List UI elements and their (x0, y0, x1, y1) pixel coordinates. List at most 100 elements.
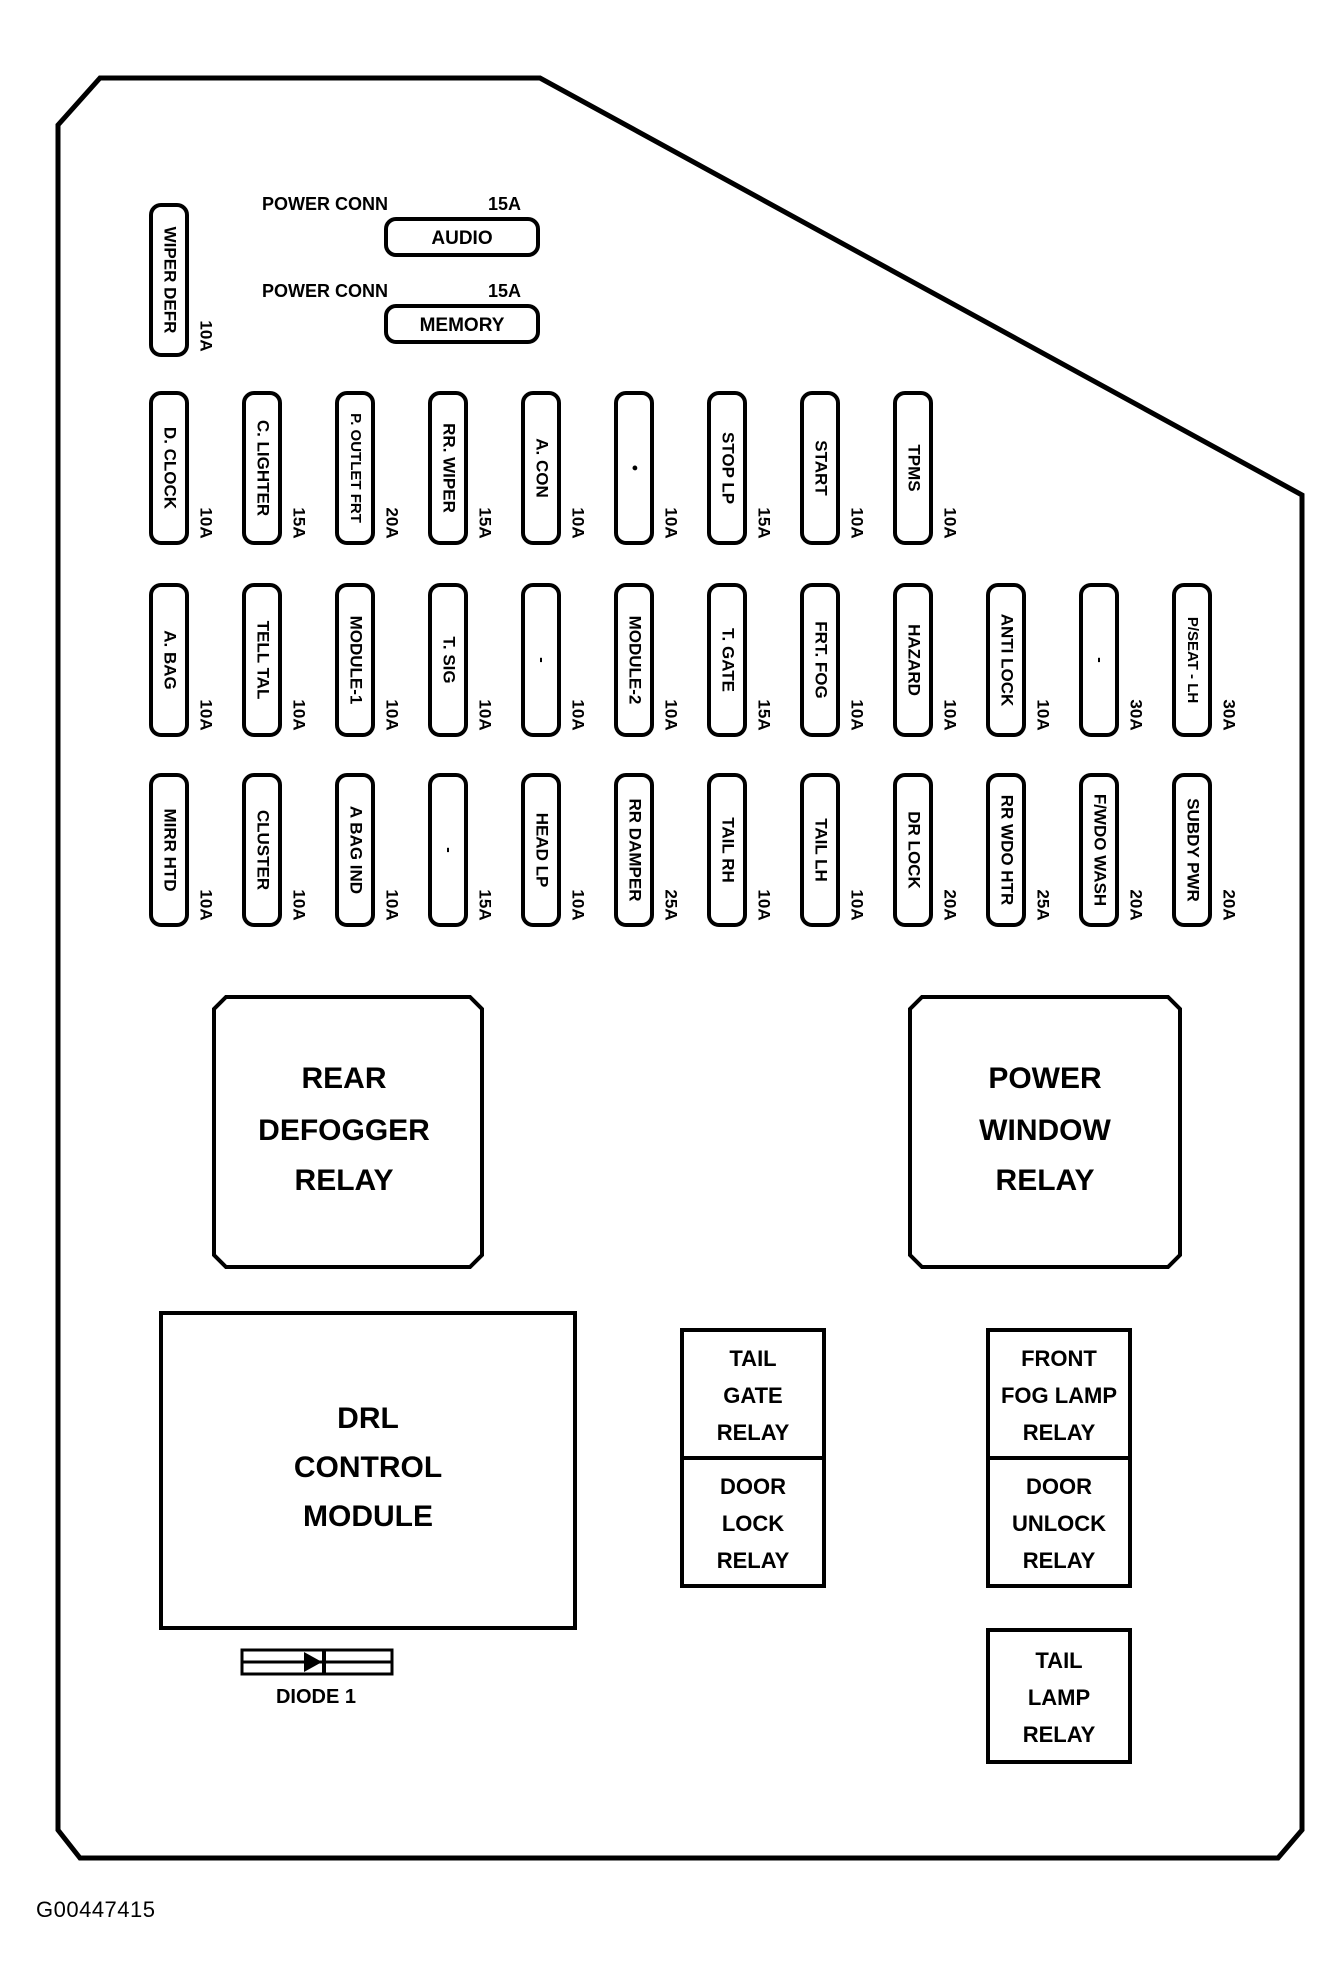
fuse-label: SUBDY PWR (1184, 798, 1203, 902)
fuse-label: MIRR HTD (161, 808, 180, 891)
fuse-rating: 15A (755, 699, 774, 730)
fuse: DR LOCK 20A (893, 773, 960, 927)
wiper-fuse-label: WIPER DEFR (161, 227, 180, 334)
fuse-rating: 10A (476, 699, 495, 730)
fuse: F/WDO WASH 20A (1079, 773, 1146, 927)
fuse-body (614, 773, 654, 927)
fuse-rating: 20A (941, 889, 960, 920)
fuse-body (893, 391, 933, 545)
fuse-body (1172, 773, 1212, 927)
wiper-fuse-rating: 10A (197, 320, 216, 351)
power-conn-heading: POWER CONN (262, 194, 388, 214)
tail-lamp-relay: TAIL LAMP RELAY (986, 1628, 1132, 1764)
fuse-rating: 30A (1127, 699, 1146, 730)
fuse-label: RR. WIPER (440, 423, 459, 513)
front-fog-lamp-relay: FRONT FOG LAMP RELAY (986, 1328, 1132, 1460)
fuse-label: T. SIG (440, 636, 459, 683)
module-label-line: CONTROL (294, 1451, 442, 1484)
fuse-body (428, 583, 468, 737)
fuse-body (335, 583, 375, 737)
fuse-label: TPMS (905, 444, 924, 491)
fuse-rating: 20A (1127, 889, 1146, 920)
fuse: T. SIG 10A (428, 583, 495, 737)
fuse-rating: 10A (848, 889, 867, 920)
fuse-rating: 20A (1220, 889, 1239, 920)
fuse-body (335, 391, 375, 545)
fuse-body (800, 583, 840, 737)
relay-label-line: RELAY (717, 1420, 790, 1445)
fuse-rating: 10A (755, 889, 774, 920)
fuse: RR DAMPER 25A (614, 773, 681, 927)
fuse-label: RR WDO HTR (998, 795, 1017, 905)
relay-label-line: RELAY (1023, 1722, 1096, 1747)
fuse: -30A (1079, 583, 1146, 737)
fuse-rating: 10A (383, 699, 402, 730)
fuse-label: DR LOCK (905, 811, 924, 889)
memory-fuse-label: MEMORY (420, 315, 505, 336)
relay-label-line: RELAY (1023, 1548, 1096, 1573)
fuse-body (986, 583, 1026, 737)
fuse-body (521, 391, 561, 545)
module-label-line: MODULE (303, 1500, 433, 1533)
fuse-rating: 10A (290, 699, 309, 730)
fuse-label: A BAG IND (347, 806, 366, 894)
fuse-rating: 10A (848, 699, 867, 730)
diode-1: DIODE 1 (240, 1648, 394, 1708)
fuse: TAIL RH 10A (707, 773, 774, 927)
audio-fuse-label: AUDIO (431, 228, 492, 249)
relay-label-line: FOG LAMP (1001, 1383, 1117, 1408)
module-label-line: DRL (337, 1402, 399, 1435)
fuse-body (242, 391, 282, 545)
fuse-rating: 10A (569, 699, 588, 730)
fuse: P. OUTLET FRT 20A (335, 391, 402, 545)
relay-label-line: DOOR (1026, 1474, 1092, 1499)
fuse-label: TAIL RH (719, 817, 738, 882)
fuse: • 10A (614, 391, 681, 545)
fuse-rating: 10A (662, 699, 681, 730)
fuse: - 10A (521, 583, 588, 737)
relay-label-line: TAIL (1035, 1648, 1082, 1673)
fuse-label: T. GATE (719, 628, 738, 692)
power-conn-memory: POWER CONN 15A MEMORY (262, 281, 540, 344)
fuse-label: - (533, 657, 552, 663)
fuse-rating: 10A (662, 507, 681, 538)
relay-label-line: TAIL (729, 1346, 776, 1371)
fuse-body (335, 773, 375, 927)
fuse-body (707, 583, 747, 737)
relay-label-line: DEFOGGER (258, 1114, 430, 1147)
fuse-body (242, 583, 282, 737)
fuse-rating: 10A (1034, 699, 1053, 730)
fuse-label: F/WDO WASH (1091, 794, 1110, 906)
fuse: -15A (428, 773, 495, 927)
fuse-body (149, 391, 189, 545)
relay-label-line: WINDOW (979, 1114, 1111, 1147)
fuse-label: • (626, 465, 645, 471)
fuse-body (893, 583, 933, 737)
relay-label-line: RELAY (717, 1548, 790, 1573)
fuse-rating: 25A (1034, 889, 1053, 920)
fuse-body (614, 583, 654, 737)
fuse-rating: 20A (383, 507, 402, 538)
relay-label-line: RELAY (295, 1164, 394, 1197)
relay-label-line: FRONT (1021, 1346, 1097, 1371)
fuse-rating: 25A (662, 889, 681, 920)
fuse-label: START (812, 440, 831, 496)
power-conn-rating: 15A (488, 281, 521, 301)
fuse-label: P. OUTLET FRT (347, 413, 364, 523)
fuse-label: RR DAMPER (626, 799, 645, 902)
